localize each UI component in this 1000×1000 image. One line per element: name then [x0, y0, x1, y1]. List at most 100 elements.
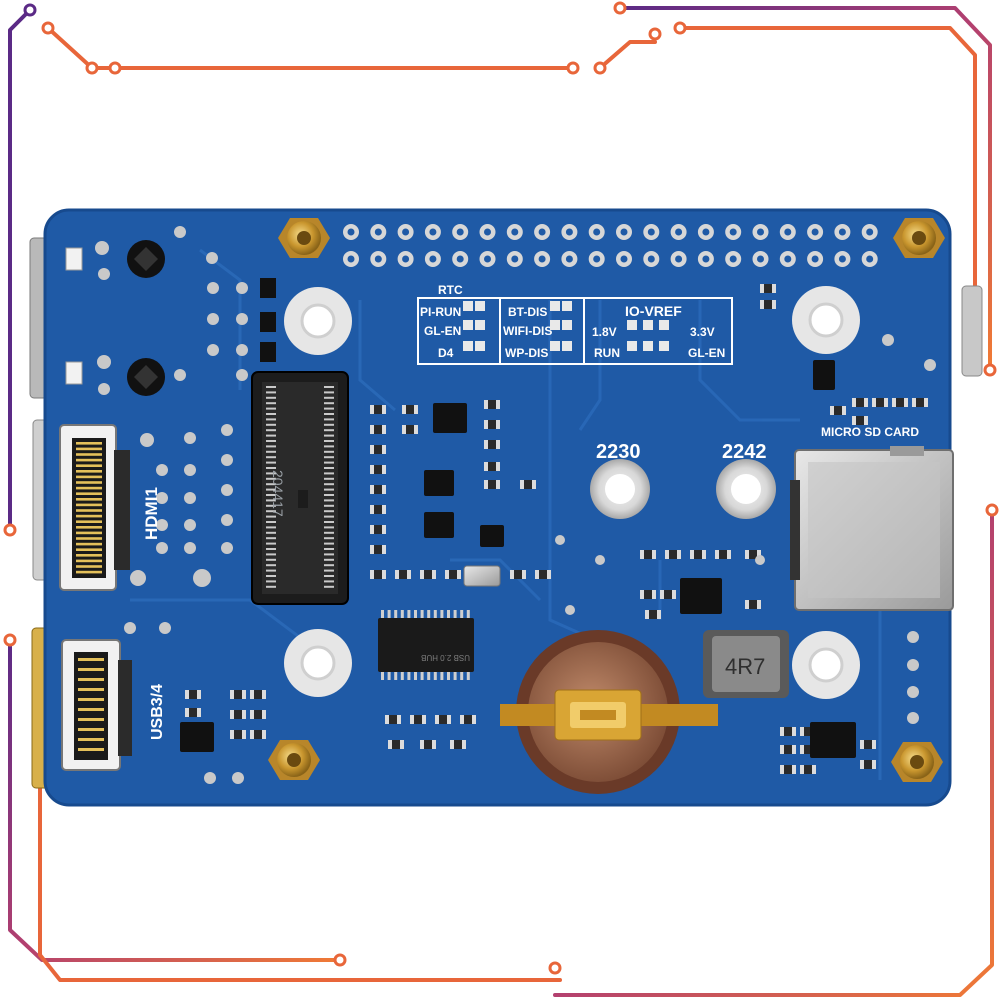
io-vref-label: IO-VREF: [625, 303, 682, 319]
hub-pin: [381, 610, 384, 618]
m2-pin: [324, 526, 334, 529]
m2-slot-marking: 204417: [270, 470, 286, 517]
smd-terminal: [414, 405, 418, 414]
smd-terminal: [382, 405, 386, 414]
smd-terminal: [510, 570, 514, 579]
smd-terminal: [420, 570, 424, 579]
smd-terminal: [250, 710, 254, 719]
smd-part: [230, 710, 246, 719]
gpio-pad-hole: [538, 228, 546, 236]
smd-terminal: [382, 570, 386, 579]
m2-pin: [324, 386, 334, 388]
m2-pin: [324, 434, 334, 437]
usb-pin: [78, 688, 104, 691]
smd-terminal: [757, 550, 761, 559]
d4-label: D4: [438, 346, 454, 360]
m2-pin: [324, 499, 334, 502]
smd-terminal: [370, 545, 374, 554]
m2-pin: [266, 445, 276, 448]
smd-terminal: [660, 590, 664, 599]
jumper-pin: [562, 320, 572, 330]
m2-pin: [324, 553, 334, 556]
left-vias: [95, 226, 248, 784]
smd-part: [484, 462, 500, 471]
smd-terminal: [924, 398, 928, 407]
usb-pin: [78, 728, 104, 731]
smd-part: [912, 398, 928, 407]
smd-part: [780, 765, 796, 774]
smd-terminal: [760, 284, 764, 293]
m2-pin: [324, 488, 334, 491]
m2-pin: [266, 510, 276, 513]
hub-pin: [394, 610, 398, 618]
jumper-pin: [475, 301, 485, 311]
jumper-pin: [562, 301, 572, 311]
smd-terminal: [496, 400, 500, 409]
smd-terminal: [230, 710, 234, 719]
jumper-pin: [643, 341, 653, 351]
m2-pin: [266, 580, 276, 583]
smd-terminal: [432, 570, 436, 579]
gpio-pad-hole: [456, 255, 464, 263]
smd-terminal: [382, 485, 386, 494]
m2-pin: [324, 418, 334, 421]
smd-part: [370, 465, 386, 474]
jumper-pin: [550, 320, 560, 330]
smd-part: [370, 545, 386, 554]
hub-pin: [466, 672, 470, 680]
m2-pin: [324, 580, 334, 583]
smd-part: [800, 745, 816, 754]
smd-terminal: [414, 425, 418, 434]
m2-pin: [266, 499, 276, 502]
m2-pin: [324, 402, 334, 405]
bt-dis-label: BT-DIS: [508, 305, 547, 319]
left-small-parts: [65, 247, 276, 385]
hub-pin: [414, 610, 417, 618]
v18-label: 1.8V: [592, 325, 617, 339]
m2-pin: [324, 456, 334, 459]
smd-terminal: [800, 727, 804, 736]
smd-part: [370, 405, 386, 414]
hdmi-label: HDMI1: [142, 487, 161, 540]
gpio-pad-hole: [702, 255, 710, 263]
smd-terminal: [792, 765, 796, 774]
gpio-pad-hole: [484, 228, 491, 236]
smd-terminal: [420, 740, 424, 749]
smd-terminal: [230, 690, 234, 699]
smd-terminal: [852, 416, 856, 425]
usb-pin: [78, 738, 104, 741]
m2-pin: [324, 483, 334, 486]
smd-terminal: [370, 405, 374, 414]
ic-chips: [180, 360, 856, 758]
gpio-pad-hole: [675, 255, 683, 263]
smd-terminal: [370, 465, 374, 474]
gpio-pad-hole: [374, 255, 382, 263]
smd-terminal: [645, 610, 649, 619]
smd-terminal: [484, 400, 488, 409]
crystal: [463, 565, 501, 587]
smd-terminal: [745, 550, 749, 559]
mount-2230-label: 2230: [596, 441, 641, 463]
gpio-pad-hole: [675, 228, 683, 236]
jumper-pin: [659, 341, 669, 351]
smd-part: [852, 398, 868, 407]
smd-terminal: [388, 740, 392, 749]
m2-pin: [324, 548, 334, 550]
smd-terminal: [532, 480, 536, 489]
smd-terminal: [185, 690, 189, 699]
smd-terminal: [484, 440, 488, 449]
smd-part: [402, 425, 418, 434]
gl-en-left-label: GL-EN: [424, 324, 461, 338]
smd-terminal: [672, 590, 676, 599]
mount-2242-label: 2242: [722, 441, 767, 463]
jumper-pin: [550, 341, 560, 351]
smd-part: [510, 570, 526, 579]
brass-standoffs: [268, 218, 945, 782]
gpio-pad-hole: [729, 255, 737, 263]
usb-pin: [78, 698, 104, 701]
m2-pin: [266, 548, 276, 550]
hub-pin: [400, 610, 404, 618]
m2-pin: [266, 488, 276, 491]
usb-fpc-connector: [61, 639, 132, 771]
smd-terminal: [852, 398, 856, 407]
